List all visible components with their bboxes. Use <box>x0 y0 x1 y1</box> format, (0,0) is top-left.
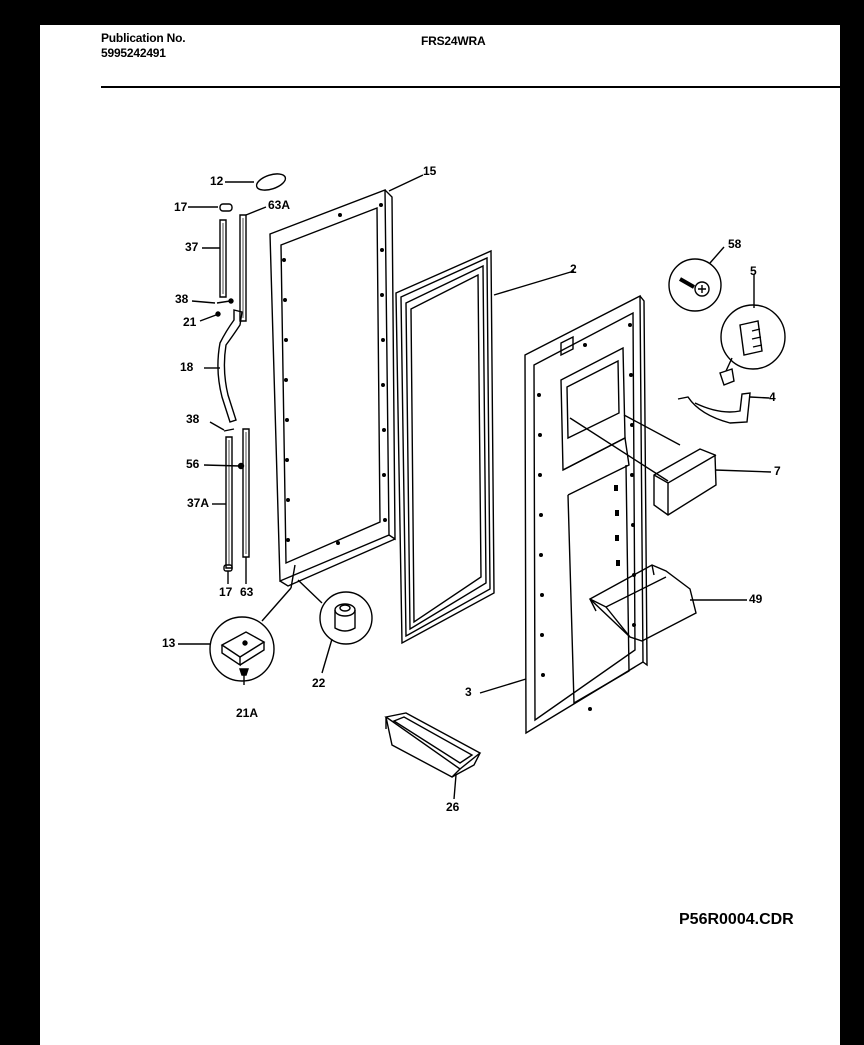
leader-4 <box>749 396 770 399</box>
callout-63: 63 <box>240 585 254 599</box>
part-3-holes <box>537 323 636 711</box>
leader-3 <box>479 678 527 694</box>
leader-58 <box>709 246 725 264</box>
part-2-door-gasket <box>395 249 495 645</box>
leader-7 <box>714 469 772 473</box>
callout-17-bottom: 17 <box>219 585 233 599</box>
part-63a-strip <box>239 214 247 322</box>
callout-37a: 37A <box>187 496 210 510</box>
model-number: FRS24WRA <box>421 34 486 48</box>
leader-15 <box>388 174 424 192</box>
part-18-door-handle <box>217 309 243 423</box>
part-5-clip-detail <box>720 304 786 370</box>
part-4-shelf-rail <box>677 392 751 424</box>
callout-49: 49 <box>749 592 763 606</box>
callout-56: 56 <box>186 457 200 471</box>
part-17-end-cap <box>219 203 233 212</box>
publication-label: Publication No. <box>101 31 186 45</box>
callout-7: 7 <box>774 464 781 478</box>
exploded-parts-drawing <box>178 173 786 800</box>
callout-17-top: 17 <box>174 200 188 214</box>
callout-22: 22 <box>312 676 326 690</box>
callout-15: 15 <box>423 164 437 178</box>
callout-2: 2 <box>570 262 577 276</box>
leader-63a <box>245 206 267 216</box>
header-rule <box>101 86 841 88</box>
part-56-screw <box>237 462 245 470</box>
callout-12: 12 <box>210 174 224 188</box>
part-38-screw-lower <box>223 428 235 432</box>
leader-7-to-liner <box>569 417 669 482</box>
part-26-bottom-bin <box>384 712 482 770</box>
callout-18: 18 <box>180 360 194 374</box>
leader-2 <box>493 270 575 296</box>
diagram-sheet: Publication No. 5995242491 FRS24WRA <box>40 25 841 1045</box>
part-15-door-panel <box>269 188 390 583</box>
leader-22 <box>321 638 333 674</box>
part-15-holes <box>282 203 387 545</box>
leader-38a <box>191 300 216 304</box>
callout-37: 37 <box>185 240 199 254</box>
callout-58: 58 <box>728 237 742 251</box>
part-3-upper-compartment <box>560 346 626 472</box>
part-63-strip <box>242 428 250 558</box>
part-58-screw-detail <box>668 258 722 312</box>
callout-21: 21 <box>183 315 197 329</box>
part-21-screw <box>215 311 221 317</box>
part-37-trim-strip <box>219 219 227 298</box>
leader-56 <box>203 464 241 467</box>
drawing-file-code: P56R0004.CDR <box>679 911 794 928</box>
callout-3: 3 <box>465 685 472 699</box>
leader-26 <box>453 774 457 800</box>
part-22-cam-detail <box>319 591 373 645</box>
callout-38-upper: 38 <box>175 292 189 306</box>
part-49-door-shelf <box>588 564 697 642</box>
callout-5: 5 <box>750 264 757 278</box>
callout-4: 4 <box>769 390 776 404</box>
part-13-hinge-detail <box>209 616 275 682</box>
callout-38-lower: 38 <box>186 412 200 426</box>
callout-13: 13 <box>162 636 176 650</box>
leader-hinge-to-door <box>261 587 292 622</box>
callout-63a: 63A <box>268 198 291 212</box>
callout-21a: 21A <box>236 706 259 720</box>
leader-22-to-door <box>297 579 323 604</box>
leader-21 <box>199 314 217 322</box>
part-38-screw-upper <box>216 300 231 304</box>
leader-38b <box>209 421 225 431</box>
publication-number: 5995242491 <box>101 46 166 60</box>
part-12-cap <box>255 173 287 191</box>
callout-26: 26 <box>446 800 460 814</box>
part-7-dairy-door <box>653 448 717 516</box>
